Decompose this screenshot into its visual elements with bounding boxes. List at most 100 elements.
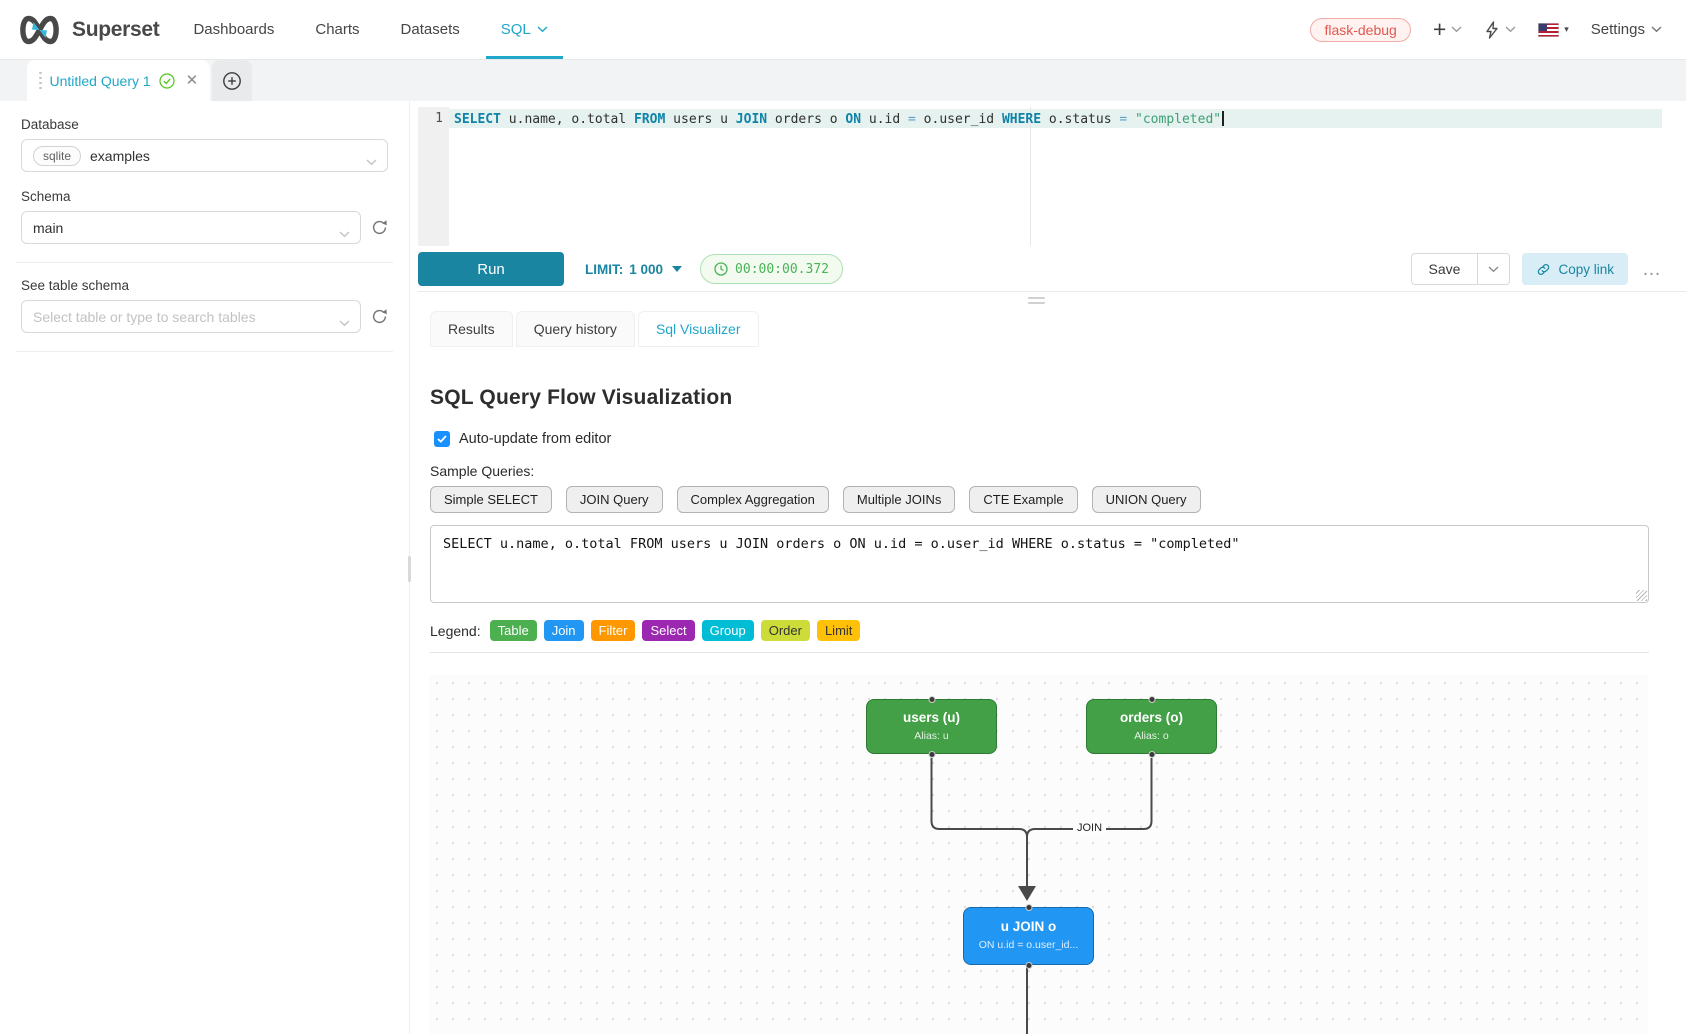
flow-node-join[interactable]: u JOIN o ON u.id = o.user_id... <box>963 903 1094 969</box>
sample-complex-aggregation-button[interactable]: Complex Aggregation <box>676 486 829 513</box>
chevron-down-icon <box>1451 26 1462 33</box>
sqllab-main-pane: 1 SELECT u.name, o.total FROM users u JO… <box>418 101 1686 1034</box>
resize-grip-icon[interactable] <box>1636 590 1647 601</box>
chevron-down-icon <box>366 153 377 171</box>
copy-link-button[interactable]: Copy link <box>1522 253 1628 285</box>
sql-input-wrap: SELECT u.name, o.total FROM users u JOIN… <box>430 525 1649 603</box>
sql-editor[interactable]: 1 SELECT u.name, o.total FROM users u JO… <box>418 107 1662 246</box>
settings-menu[interactable]: Settings <box>1591 21 1662 38</box>
superset-infinity-icon <box>16 15 63 45</box>
node-handle-icon[interactable] <box>928 695 935 703</box>
query-tab-label: Untitled Query 1 <box>49 72 151 89</box>
auto-update-checkbox[interactable] <box>434 431 450 447</box>
more-actions-button[interactable]: … <box>1642 258 1662 280</box>
sample-union-query-button[interactable]: UNION Query <box>1091 486 1201 513</box>
refresh-tables-button[interactable] <box>370 307 389 326</box>
legend-chip-group: Group <box>701 620 754 641</box>
check-circle-icon <box>159 72 175 89</box>
sample-join-query-button[interactable]: JOIN Query <box>565 486 663 513</box>
nav-sql[interactable]: SQL <box>485 0 563 59</box>
table-select[interactable]: Select table or type to search tables <box>21 300 361 333</box>
table-schema-label: See table schema <box>21 278 130 293</box>
brand-name: Superset <box>72 17 160 41</box>
flow-node-users[interactable]: users (u) Alias: u <box>866 695 997 758</box>
tab-results[interactable]: Results <box>430 311 513 347</box>
nav-datasets[interactable]: Datasets <box>400 21 460 38</box>
sidebar-resize-handle[interactable] <box>408 556 411 582</box>
copy-link-label: Copy link <box>1558 261 1614 277</box>
database-value: examples <box>90 147 150 164</box>
tab-query-history[interactable]: Query history <box>515 311 635 347</box>
node-handle-icon[interactable] <box>1148 750 1155 758</box>
add-query-tab-button[interactable] <box>212 60 252 101</box>
database-engine-badge: sqlite <box>33 145 82 166</box>
code-line: SELECT u.name, o.total FROM users u JOIN… <box>454 111 1224 128</box>
chevron-down-icon <box>339 314 350 332</box>
limit-label: LIMIT: <box>585 261 624 277</box>
legend-chip-select: Select <box>642 620 695 641</box>
caret-down-icon <box>672 266 683 272</box>
sample-simple-select-button[interactable]: Simple SELECT <box>430 486 552 513</box>
sample-multiple-joins-button[interactable]: Multiple JOINs <box>842 486 956 513</box>
flow-edges <box>930 758 1153 1034</box>
divider <box>430 652 1649 653</box>
sample-cte-example-button[interactable]: CTE Example <box>969 486 1078 513</box>
schema-select[interactable]: main <box>21 211 361 244</box>
lightning-icon <box>1486 20 1498 39</box>
result-tabs: Results Query history Sql Visualizer <box>430 311 759 347</box>
refresh-icon <box>372 309 387 324</box>
node-handle-icon[interactable] <box>1025 961 1032 969</box>
nav-dashboards[interactable]: Dashboards <box>193 21 275 38</box>
node-subtitle: Alias: u <box>914 730 949 742</box>
node-handle-icon[interactable] <box>1025 903 1032 911</box>
active-line-highlight <box>449 109 1662 128</box>
auto-update-checkbox-row[interactable]: Auto-update from editor <box>434 431 611 447</box>
save-options-button[interactable] <box>1477 253 1511 285</box>
node-handle-icon[interactable] <box>1148 695 1155 703</box>
legend-chip-limit: Limit <box>816 620 861 641</box>
save-button[interactable]: Save <box>1410 253 1479 285</box>
auto-update-label: Auto-update from editor <box>459 431 612 447</box>
pane-resize-handle[interactable] <box>1028 297 1045 306</box>
query-tab-untitled[interactable]: Untitled Query 1 ✕ <box>27 60 210 101</box>
tab-sql-visualizer[interactable]: Sql Visualizer <box>637 311 759 347</box>
close-icon[interactable]: ✕ <box>185 72 199 89</box>
link-icon <box>1538 263 1550 275</box>
legend: Legend: Table Join Filter Select Group O… <box>430 620 861 641</box>
language-selector[interactable]: ▾ <box>1538 22 1569 37</box>
node-title: users (u) <box>902 710 960 725</box>
flow-canvas[interactable]: JOIN users (u) Alias: u orders (o) Alias… <box>429 675 1648 1034</box>
database-select[interactable]: sqlite examples <box>21 139 388 172</box>
divider <box>16 351 393 352</box>
legend-chip-order: Order <box>760 620 810 641</box>
chevron-down-icon <box>537 26 548 33</box>
editor-gutter: 1 <box>418 107 449 246</box>
sample-query-buttons: Simple SELECT JOIN Query Complex Aggrega… <box>430 486 1201 513</box>
query-timer: 00:00:00.372 <box>700 254 843 284</box>
query-tab-strip: Untitled Query 1 ✕ <box>0 60 1686 101</box>
limit-dropdown[interactable]: LIMIT: 1 000 <box>585 261 683 277</box>
node-handle-icon[interactable] <box>928 750 935 758</box>
sqllab-sidebar: Database sqlite examples Schema main <box>0 101 411 1034</box>
settings-label: Settings <box>1590 21 1645 38</box>
refresh-schemas-button[interactable] <box>370 218 389 237</box>
clock-icon <box>714 262 728 276</box>
nav-sql-label: SQL <box>500 21 531 38</box>
plus-icon: + <box>1432 16 1447 42</box>
check-icon <box>437 435 447 443</box>
sql-input[interactable]: SELECT u.name, o.total FROM users u JOIN… <box>430 525 1649 603</box>
new-item-menu[interactable]: + <box>1433 18 1462 41</box>
chevron-down-icon <box>1488 265 1499 272</box>
main-nav: Dashboards Charts Datasets SQL <box>189 0 584 59</box>
legend-label: Legend: <box>430 622 481 639</box>
navbar: Superset Dashboards Charts Datasets SQL … <box>0 0 1686 60</box>
chevron-down-icon <box>1505 26 1516 33</box>
node-subtitle: ON u.id = o.user_id... <box>978 939 1079 951</box>
sql-lab-shortcut-menu[interactable] <box>1484 20 1516 39</box>
nav-charts[interactable]: Charts <box>315 21 360 38</box>
flow-node-orders[interactable]: orders (o) Alias: o <box>1086 695 1217 758</box>
superset-logo[interactable]: Superset <box>16 15 160 45</box>
drag-handle-icon[interactable] <box>39 71 42 90</box>
run-button[interactable]: Run <box>418 252 564 286</box>
limit-value: 1 000 <box>629 261 664 277</box>
